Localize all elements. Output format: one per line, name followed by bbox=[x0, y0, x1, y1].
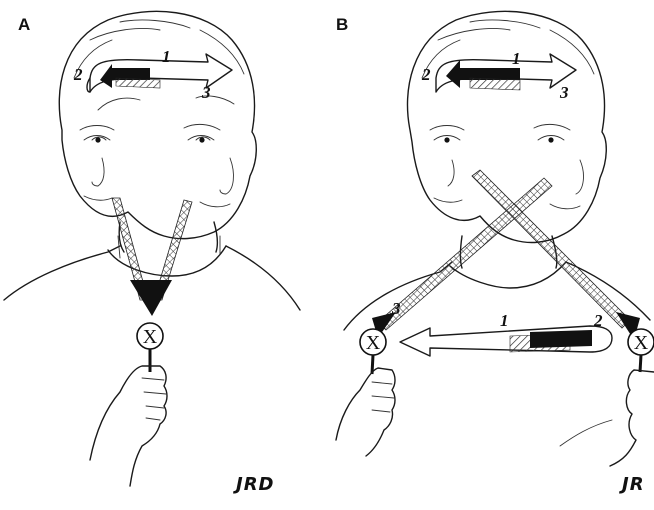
panel-a-number-2: 2 bbox=[73, 65, 83, 84]
panel-a: A 1 2 3 bbox=[4, 11, 300, 495]
panel-b-letter: B bbox=[336, 15, 348, 34]
panel-b-gaze-right-eye bbox=[472, 170, 630, 328]
panel-a-arrowhead bbox=[130, 280, 172, 316]
panel-b-hand-right bbox=[610, 370, 654, 466]
panel-a-letter: A bbox=[18, 15, 30, 34]
panel-a-target-label: X bbox=[143, 326, 158, 348]
panel-b-head-number-3: 3 bbox=[559, 83, 569, 102]
panel-b-head-number-1: 1 bbox=[512, 49, 521, 68]
panel-b: B 1 2 3 bbox=[336, 11, 654, 495]
panel-b-lower-number-1: 1 bbox=[500, 311, 509, 330]
panel-a-signature: JRD bbox=[233, 474, 275, 495]
panel-b-lower-number-3: 3 bbox=[391, 299, 401, 318]
panel-b-target-right-label: X bbox=[634, 332, 649, 354]
panel-b-head-number-2: 2 bbox=[421, 65, 431, 84]
panel-b-signature: JR bbox=[619, 474, 645, 495]
panel-a-head bbox=[59, 11, 256, 238]
panel-a-number-1: 1 bbox=[162, 47, 171, 66]
panel-b-target-left-label: X bbox=[366, 332, 381, 354]
panel-b-gaze-left-eye bbox=[378, 178, 552, 330]
panel-a-hand bbox=[90, 366, 167, 486]
panel-a-number-3: 3 bbox=[201, 83, 211, 102]
panel-b-lower-number-2: 2 bbox=[593, 311, 603, 330]
panel-b-head-arrow bbox=[436, 54, 576, 92]
panel-b-lower-arrow bbox=[400, 326, 612, 356]
panel-b-collar bbox=[450, 262, 566, 288]
